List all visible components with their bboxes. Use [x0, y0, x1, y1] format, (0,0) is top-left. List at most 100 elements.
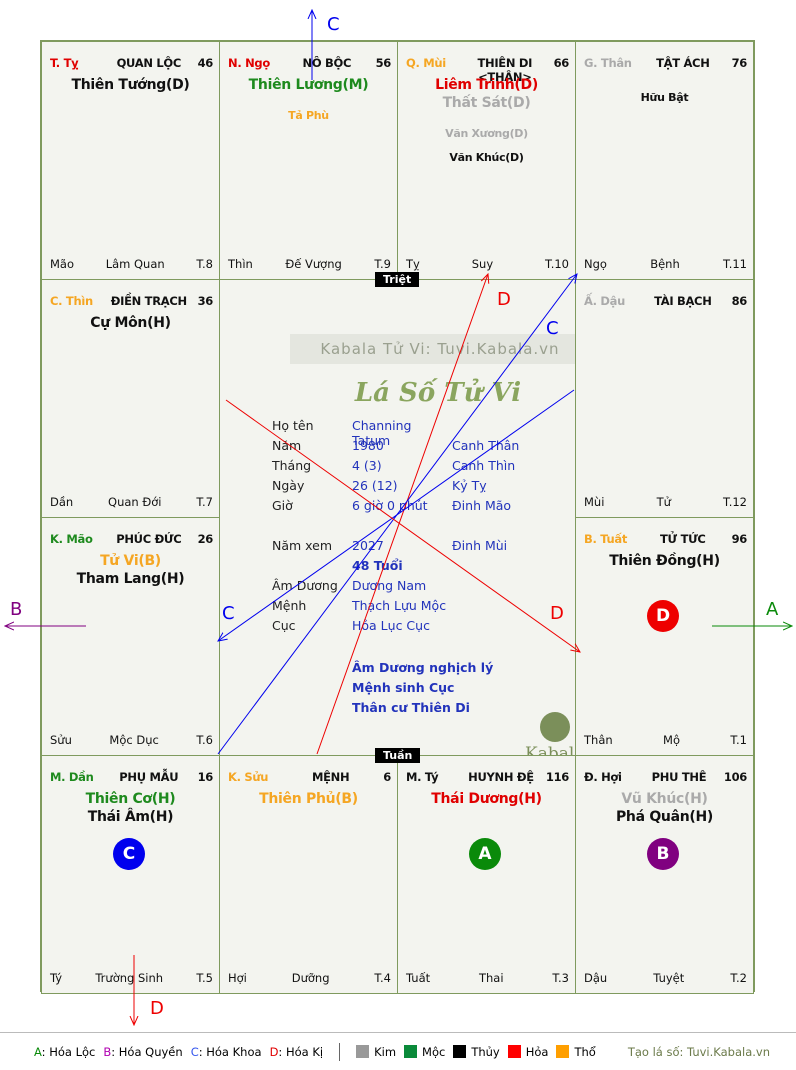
major-star: Thái Âm(H)	[87, 809, 174, 825]
major-star: Thiên Tướng(D)	[71, 77, 190, 93]
horoscope-chart: Kabala Tử Vi: Tuvi.Kabala.vn Lá Số Tử Vi…	[40, 40, 755, 994]
truong-sinh: Thai	[478, 971, 504, 985]
legend-hoa: D: Hóa Kị	[270, 1045, 324, 1059]
can-chi: N. Ngọ	[228, 56, 270, 70]
info-value: 1980	[352, 438, 384, 453]
legend-element: Thủy	[453, 1044, 500, 1059]
palace-name: HUYNH ĐỆ	[468, 770, 534, 784]
color-swatch	[556, 1044, 570, 1058]
earthly-branch: Tỵ	[406, 257, 420, 271]
legend-element-label: Hỏa	[525, 1044, 549, 1059]
stars: Thiên Lương(M)Tả Phù	[220, 76, 397, 128]
truong-sinh: Tuyệt	[653, 971, 685, 985]
earthly-branch: Hợi	[228, 971, 247, 985]
month: T.1	[730, 733, 747, 747]
info-label: Năm	[272, 438, 302, 453]
palace-number: 56	[375, 56, 392, 70]
can-chi: B. Tuất	[584, 532, 628, 546]
major-star: Thiên Cơ(H)	[85, 791, 176, 807]
info-label: Ngày	[272, 478, 305, 493]
info-label: Năm xem	[272, 538, 333, 553]
month: T.11	[723, 257, 747, 271]
palace-number: 66	[553, 56, 570, 70]
can-chi: K. Mão	[50, 532, 93, 546]
info-can-chi: Kỷ Tỵ	[452, 478, 487, 493]
info-value: Hỏa Lục Cục	[352, 618, 430, 633]
info-value: 4 (3)	[352, 458, 382, 473]
palace-name: PHU THÊ	[651, 770, 707, 784]
truong-sinh: Bệnh	[650, 257, 680, 271]
legend-element-label: Thủy	[471, 1044, 500, 1059]
month: T.6	[196, 733, 213, 747]
info-can-chi: Đinh Mùi	[452, 538, 508, 553]
palace-name: QUAN LỘC	[116, 56, 182, 70]
palace-name: THIÊN DI <THÂN>	[477, 56, 533, 84]
stars: Thiên Phủ(B)	[220, 790, 397, 808]
legend-text: : Hóa Kị	[278, 1044, 324, 1059]
can-chi: C. Thìn	[50, 294, 93, 308]
major-star: Tử Vi(B)	[100, 553, 161, 569]
earthly-branch: Tý	[50, 971, 63, 985]
info-label: Tháng	[272, 458, 312, 473]
arrow-label: C	[327, 14, 340, 35]
stars: Tử Vi(B)Tham Lang(H)	[42, 552, 219, 588]
earthly-branch: Thìn	[228, 257, 253, 271]
earthly-branch: Thân	[584, 733, 613, 747]
info-label: Âm Dương	[272, 578, 338, 593]
can-chi: T. Tỵ	[50, 56, 79, 70]
hoa-badge: B	[647, 838, 679, 870]
stars: Thiên Tướng(D)	[42, 76, 219, 94]
info-label: Họ tên	[272, 418, 314, 433]
info-value: 48 Tuổi	[352, 558, 403, 573]
legend-element: Thổ	[556, 1044, 596, 1059]
minor-stars: Hữu Bật	[576, 86, 753, 110]
month: T.2	[730, 971, 747, 985]
note: Mệnh sinh Cục	[352, 680, 455, 695]
can-chi: G. Thân	[584, 56, 632, 70]
month: T.5	[196, 971, 213, 985]
note: Thân cư Thiên Di	[352, 700, 470, 715]
minor-stars: Văn Xương(D)Văn Khúc(D)	[398, 122, 575, 170]
truong-sinh: Trường Sinh	[95, 971, 164, 985]
palace-number: 16	[197, 770, 214, 784]
color-swatch	[453, 1044, 467, 1058]
earthly-branch: Tuất	[406, 971, 431, 985]
info-value: 26 (12)	[352, 478, 398, 493]
can-chi: K. Sửu	[228, 770, 269, 784]
legend-key: A	[34, 1044, 42, 1059]
can-chi: M. Dần	[50, 770, 94, 784]
palace-name: TỬ TỨC	[660, 532, 706, 546]
earthly-branch: Ngọ	[584, 257, 607, 271]
truong-sinh: Đế Vượng	[285, 257, 342, 271]
hoa-badge: C	[113, 838, 145, 870]
hoa-badge: A	[469, 838, 501, 870]
palace-name: TÀI BẠCH	[654, 294, 712, 308]
truong-sinh: Quan Đới	[108, 495, 162, 509]
minor-star: Tả Phù	[288, 109, 329, 122]
legend-hoa: B: Hóa Quyền	[103, 1045, 182, 1059]
major-star: Thiên Đồng(H)	[609, 553, 720, 569]
arrow-label: D	[150, 998, 164, 1019]
info-row: 48 Tuổi	[272, 558, 519, 578]
minor-stars: Tả Phù	[220, 104, 397, 128]
palace-name: TẬT ÁCH	[656, 56, 710, 70]
